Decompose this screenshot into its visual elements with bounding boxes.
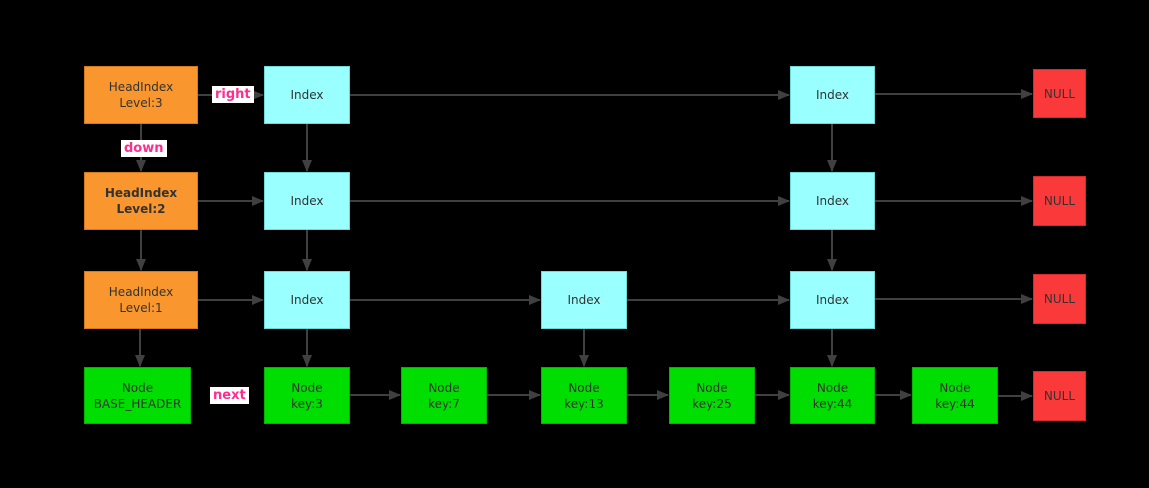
null-box-level3: NULL (1033, 69, 1086, 118)
node-key-25-line2: key:25 (692, 396, 732, 411)
index-label: Index (815, 194, 850, 208)
null-label: NULL (1043, 292, 1076, 306)
node-key-44-line1: Node (816, 380, 849, 395)
node-key-44b-line1: Node (939, 380, 971, 395)
head-index-level-3-line2: Level:3 (119, 96, 163, 110)
null-label: NULL (1043, 86, 1076, 101)
index-label: Index (567, 293, 601, 307)
index-label: Index (815, 293, 850, 307)
node-key-13-line1: Node (568, 380, 600, 395)
index-label: Index (290, 88, 324, 102)
index-box-level2-c2: Index (264, 172, 350, 230)
head-index-level-2-line1: HeadIndex (104, 186, 178, 200)
index-label: Index (290, 293, 324, 307)
node-key-3-box: Node key:3 (264, 367, 350, 424)
null-box-level1: NULL (1033, 274, 1086, 324)
node-key-3-line2: key:3 (291, 396, 323, 411)
null-box-base: NULL (1033, 371, 1086, 421)
node-key-13-box: Node key:13 (541, 367, 627, 424)
head-index-level-3-line1: HeadIndex (108, 80, 174, 94)
node-base-header-line2: BASE_HEADER (93, 396, 182, 411)
index-box-level3-c6: Index (790, 66, 875, 124)
node-base-header-line1: Node (121, 380, 154, 395)
node-key-3-line1: Node (291, 380, 323, 395)
node-key-7-line1: Node (428, 380, 460, 395)
null-label: NULL (1043, 389, 1076, 403)
node-key-13-line2: key:13 (564, 396, 604, 411)
head-index-level-2-line2: Level:2 (116, 202, 166, 216)
node-key-7-box: Node key:7 (401, 367, 487, 424)
node-key-7-line2: key:7 (428, 396, 460, 411)
head-index-level-1-line2: Level:1 (119, 301, 163, 315)
index-box-level3-c2: Index (264, 66, 350, 124)
node-key-44-box: Node key:44 (790, 367, 875, 424)
node-key-44b-box: Node key:44 (912, 367, 998, 424)
node-key-25-line1: Node (696, 380, 728, 395)
index-box-level1-c2: Index (264, 271, 350, 329)
index-box-level2-c6: Index (790, 172, 875, 230)
head-index-level-1-line1: HeadIndex (108, 285, 174, 299)
index-box-level1-c4: Index (541, 271, 627, 329)
head-index-level-1-box: HeadIndex Level:1 (84, 271, 198, 329)
edge-label-right: right (212, 86, 254, 103)
index-box-level1-c6: Index (790, 271, 875, 329)
head-index-level-2-box: HeadIndex Level:2 (84, 172, 198, 230)
node-key-25-box: Node key:25 (669, 367, 755, 424)
null-box-level2: NULL (1033, 176, 1086, 226)
index-label: Index (290, 194, 324, 208)
edge-label-next: next (210, 387, 249, 404)
index-label: Index (815, 88, 850, 102)
node-key-44b-line2: key:44 (935, 396, 975, 411)
edge-label-down: down (121, 140, 167, 157)
node-key-44-line2: key:44 (812, 396, 853, 411)
node-base-header-box: Node BASE_HEADER (84, 367, 191, 424)
head-index-level-3-box: HeadIndex Level:3 (84, 66, 198, 124)
null-label: NULL (1043, 194, 1076, 208)
